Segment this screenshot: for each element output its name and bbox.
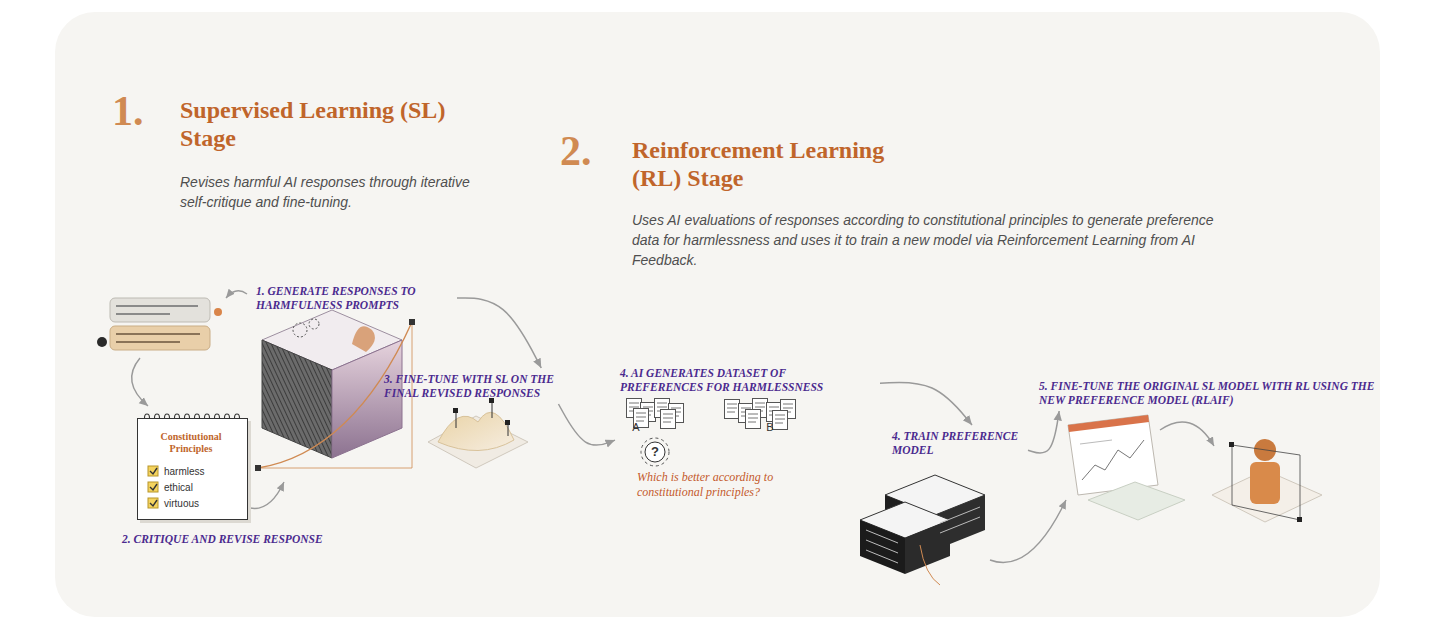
step-text: 5. FINE-TUNE THE ORIGINAL SL MODEL WITH … [1039, 379, 1376, 407]
figure-body [1250, 462, 1280, 504]
bubble-line [116, 341, 180, 343]
drive-slot [866, 550, 898, 563]
step-text: Constitutional Principles [146, 431, 236, 455]
step-label: 4. TRAIN PREFERENCE MODEL [888, 425, 1028, 461]
stage-heading: Supervised Learning (SL) Stage [180, 96, 450, 152]
chart-line [1082, 440, 1144, 480]
surface [438, 412, 514, 450]
step-text: 3. FINE-TUNE WITH SL ON THE FINAL REVISE… [384, 372, 591, 400]
node-text: virtuous [164, 497, 238, 510]
map-tile [1088, 482, 1185, 520]
step-text: 4. TRAIN PREFERENCE MODEL [892, 429, 1024, 457]
stage-description: Uses AI evaluations of responses accordi… [632, 210, 1222, 270]
preference-step: 4. AI GENERATES DATASET OF PREFERENCES F… [615, 362, 880, 504]
drive-slot [866, 530, 898, 543]
step-text: 4. AI GENERATES DATASET OF PREFERENCES F… [620, 366, 850, 394]
frame-line [1232, 445, 1300, 520]
drive-slot [866, 540, 898, 553]
server [860, 475, 985, 585]
flag [453, 408, 458, 413]
screen-header [1068, 415, 1149, 432]
gear [309, 319, 319, 329]
flow-arrow [880, 382, 972, 425]
node-text: ? [648, 444, 662, 460]
frame-line [258, 468, 412, 469]
checkbox-box [148, 482, 158, 492]
flag [505, 420, 510, 425]
step-label: 2. CRITIQUE AND REVISE RESPONSE [118, 528, 403, 550]
checkbox [148, 498, 158, 508]
flow-arrow [457, 298, 541, 368]
chat-bubble [110, 326, 210, 350]
corner-dot [1297, 517, 1302, 522]
loop-arrow [226, 291, 247, 298]
node-text: Which is better according to constitutio… [637, 470, 797, 500]
dashboard [1068, 415, 1185, 520]
aligned-model [1212, 439, 1322, 522]
step-label: 3. FINE-TUNE WITH SL ON THE FINAL REVISE… [380, 368, 595, 404]
background-panel [55, 12, 1380, 617]
flow-arrow [990, 500, 1066, 563]
flow-arrow [1028, 411, 1059, 453]
loss-landscape [428, 398, 528, 468]
cable [920, 545, 940, 585]
server-right [905, 520, 950, 574]
flag-pole [456, 412, 457, 428]
node-text: A [629, 420, 643, 434]
stage-description: Revises harmful AI responses through ite… [180, 172, 490, 212]
server-left [860, 520, 905, 574]
step-text: 2. CRITIQUE AND REVISE RESPONSE [122, 532, 399, 546]
dataset-b [725, 399, 796, 430]
step-label: 5. FINE-TUNE THE ORIGINAL SL MODEL WITH … [1035, 375, 1380, 411]
loop-arrow [132, 358, 148, 406]
bubble-line [116, 305, 198, 307]
node-text: ethical [164, 481, 238, 494]
user-dot [214, 308, 222, 316]
drive-slot [940, 517, 980, 533]
question-circle [645, 442, 665, 462]
figure [352, 326, 375, 352]
critique-arrow [250, 482, 284, 508]
gear [293, 323, 307, 337]
flag-pole [492, 402, 493, 418]
stage-number: 2. [560, 128, 620, 174]
assistant-dot [97, 337, 107, 347]
step-text: 1. GENERATE RESPONSES TO HARMFULNESS PRO… [256, 284, 453, 312]
checkmark [150, 500, 157, 506]
checkbox-box [148, 466, 158, 476]
checkmark [150, 468, 157, 474]
flow-arrow [1160, 422, 1214, 446]
stage-number: 1. [112, 88, 172, 134]
chart-grid [1080, 440, 1112, 444]
screen [1068, 415, 1158, 495]
flag-pole [508, 424, 509, 436]
cube-left [262, 340, 332, 458]
step-label: 1. GENERATE RESPONSES TO HARMFULNESS PRO… [252, 280, 457, 316]
corner-dot [1229, 442, 1234, 447]
bubble-line [116, 333, 200, 335]
question-gear [641, 438, 669, 466]
principles-card: Constitutional Principles harmless ethical… [137, 418, 248, 520]
corner-dot [255, 465, 261, 471]
bubble-line [116, 313, 170, 315]
checkbox [148, 466, 158, 476]
flow-arrow [558, 404, 615, 445]
node-text: harmless [164, 465, 238, 478]
stage-heading: Reinforcement Learning (RL) Stage [632, 136, 922, 192]
checkmark [150, 484, 157, 490]
corner-dot [409, 319, 415, 325]
checkbox [148, 482, 158, 492]
checkbox-box [148, 498, 158, 508]
chat-bubble [110, 298, 210, 322]
drive-slot [940, 507, 980, 523]
node-text: B [763, 420, 777, 434]
